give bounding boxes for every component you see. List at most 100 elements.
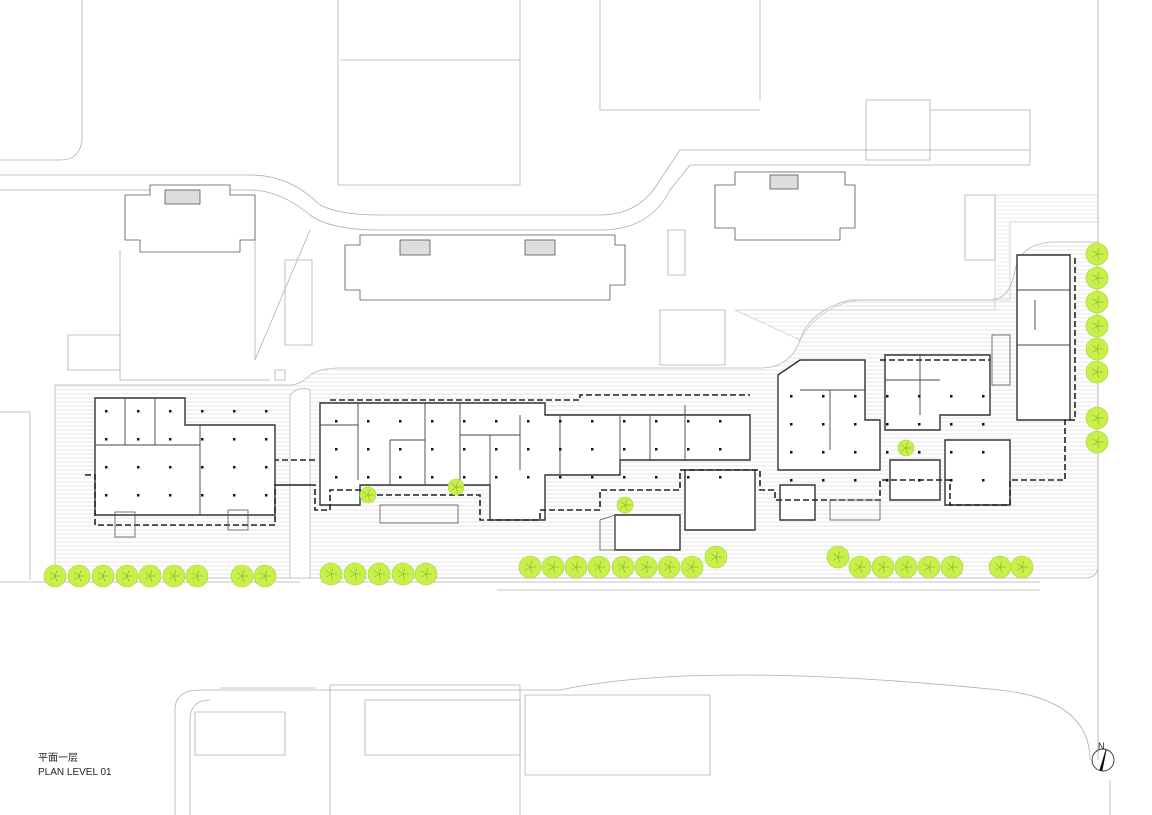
tree — [826, 545, 850, 569]
tree — [1085, 290, 1109, 314]
column — [495, 448, 498, 451]
column — [233, 438, 236, 441]
column — [918, 479, 921, 482]
column — [527, 476, 530, 479]
residential-towers — [124, 171, 856, 301]
column — [918, 395, 921, 398]
tree — [367, 562, 391, 586]
tree — [940, 555, 964, 579]
column — [431, 476, 434, 479]
column — [137, 410, 140, 413]
column — [105, 494, 108, 497]
column — [790, 395, 793, 398]
tree — [587, 555, 611, 579]
tree — [43, 564, 67, 588]
tree — [564, 555, 588, 579]
column — [367, 420, 370, 423]
column — [201, 438, 204, 441]
tree — [894, 555, 918, 579]
column — [854, 395, 857, 398]
column — [790, 423, 793, 426]
tree — [414, 562, 438, 586]
structural-columns — [105, 395, 985, 497]
column — [790, 479, 793, 482]
tree — [704, 545, 728, 569]
column — [790, 451, 793, 454]
tree — [185, 564, 209, 588]
column — [105, 466, 108, 469]
column — [201, 410, 204, 413]
column — [822, 395, 825, 398]
column — [559, 420, 562, 423]
column — [655, 420, 658, 423]
column — [886, 451, 889, 454]
tree — [657, 555, 681, 579]
tree — [115, 564, 139, 588]
tree — [988, 555, 1012, 579]
column — [591, 448, 594, 451]
column — [265, 466, 268, 469]
column — [982, 395, 985, 398]
tree — [1085, 266, 1109, 290]
column — [719, 476, 722, 479]
column — [950, 479, 953, 482]
column — [265, 494, 268, 497]
column — [201, 494, 204, 497]
column — [591, 476, 594, 479]
column — [169, 410, 172, 413]
column — [169, 466, 172, 469]
context-lines — [0, 0, 1111, 815]
column — [886, 479, 889, 482]
tree — [67, 564, 91, 588]
column — [687, 476, 690, 479]
column — [559, 448, 562, 451]
north-arrow-circle — [1091, 748, 1115, 772]
tree — [230, 564, 254, 588]
column — [399, 420, 402, 423]
tree — [447, 478, 465, 496]
title-chinese: 平面一层 — [38, 753, 78, 764]
tree — [897, 439, 915, 457]
column — [950, 451, 953, 454]
tree — [1085, 360, 1109, 384]
column — [367, 448, 370, 451]
column — [169, 438, 172, 441]
column — [591, 420, 594, 423]
north-arrow-icon — [1099, 749, 1107, 771]
column — [137, 466, 140, 469]
column — [233, 410, 236, 413]
tree — [611, 555, 635, 579]
tree — [917, 555, 941, 579]
drawing-title: 平面一层 PLAN LEVEL 01 — [38, 752, 112, 780]
tree — [871, 555, 895, 579]
tree — [848, 555, 872, 579]
tree — [162, 564, 186, 588]
column — [982, 479, 985, 482]
tree — [634, 555, 658, 579]
column — [655, 448, 658, 451]
column — [623, 448, 626, 451]
column — [495, 420, 498, 423]
column — [201, 466, 204, 469]
column — [886, 395, 889, 398]
column — [559, 476, 562, 479]
column — [233, 466, 236, 469]
tree — [1010, 555, 1034, 579]
column — [527, 448, 530, 451]
tree — [1085, 337, 1109, 361]
column — [918, 451, 921, 454]
column — [335, 448, 338, 451]
tree — [616, 496, 634, 514]
column — [169, 494, 172, 497]
column — [982, 423, 985, 426]
tree — [1085, 314, 1109, 338]
column — [719, 420, 722, 423]
column — [105, 438, 108, 441]
column — [105, 410, 108, 413]
tree — [138, 564, 162, 588]
column — [687, 448, 690, 451]
column — [918, 423, 921, 426]
column — [854, 479, 857, 482]
